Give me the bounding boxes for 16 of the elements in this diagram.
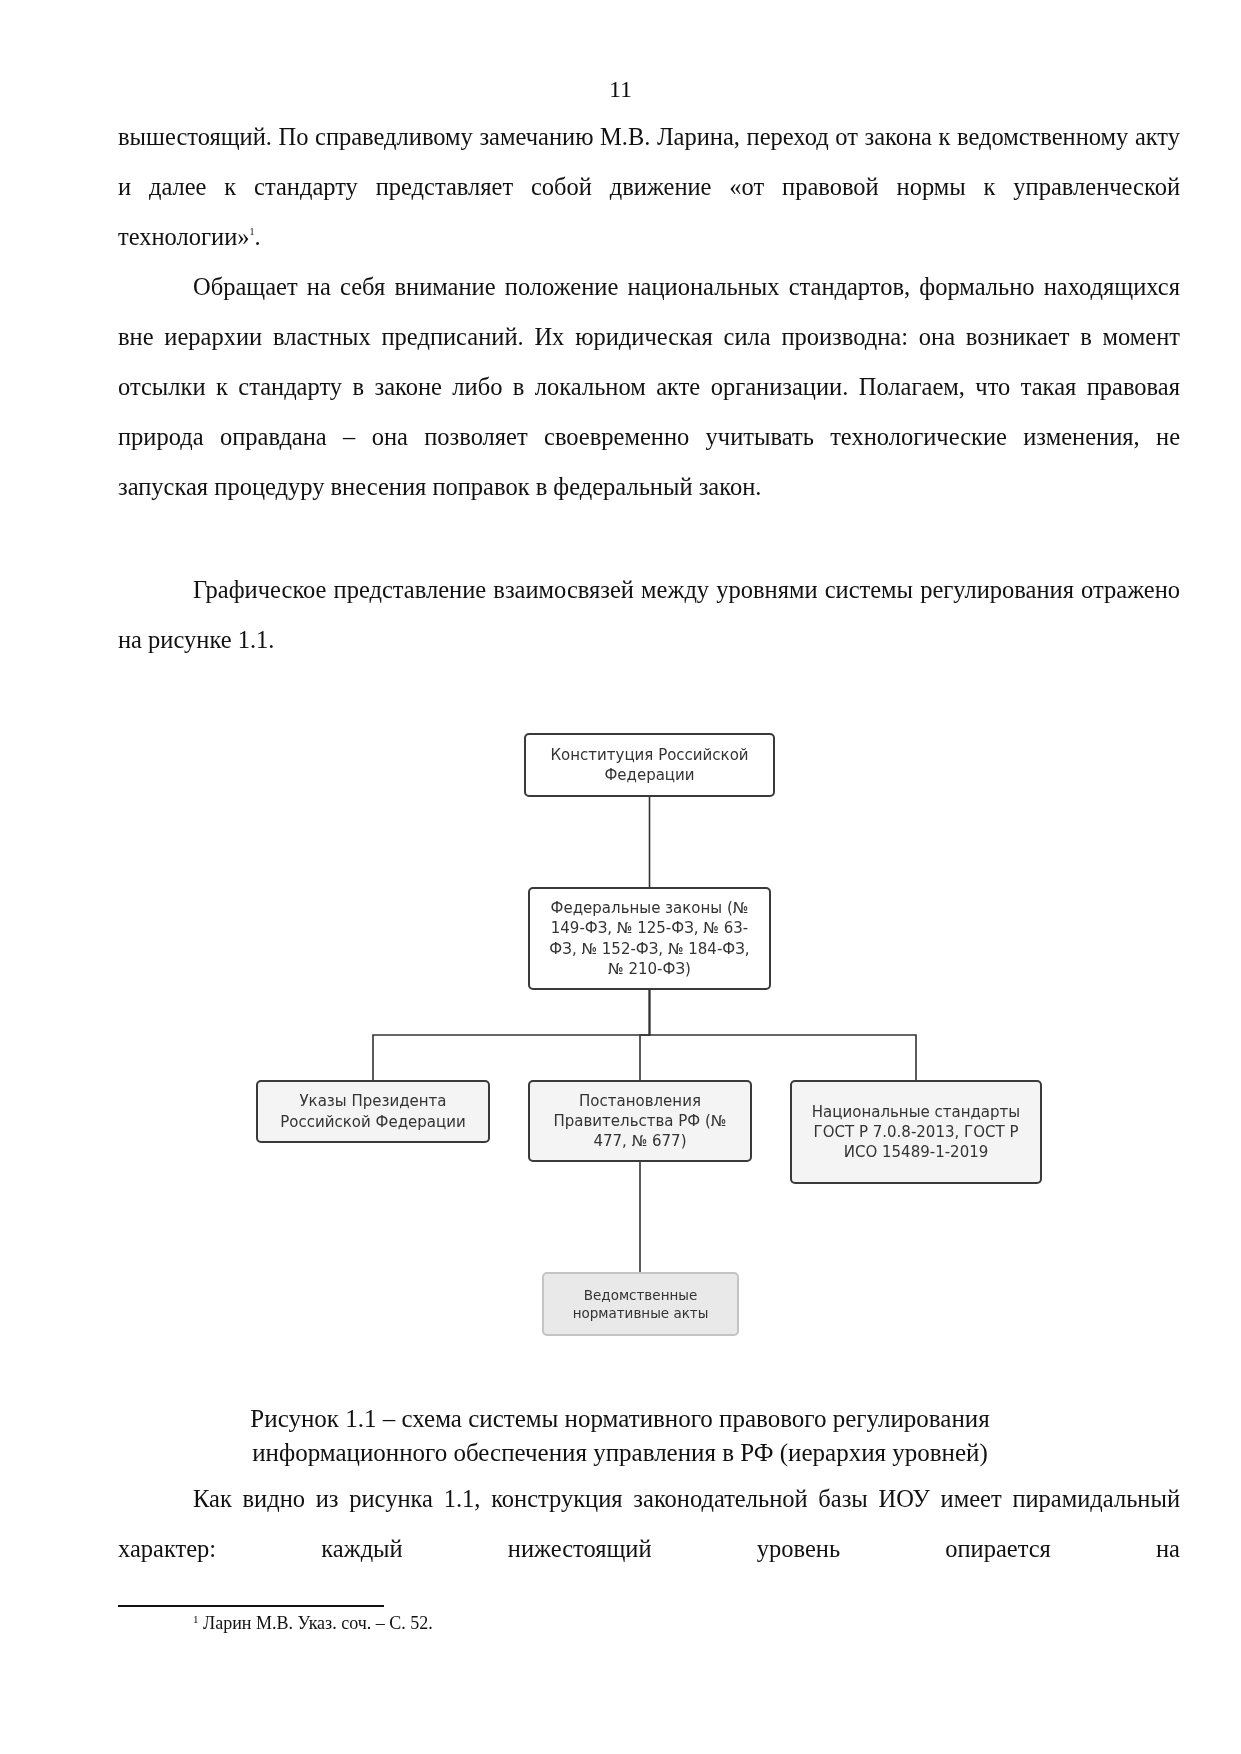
connector-line — [648, 796, 651, 888]
hierarchy-box: Федеральные законы (№ 149-ФЗ, № 125-ФЗ, № 63-ФЗ, № 152-ФЗ, № 184-ФЗ, № 210-ФЗ) — [528, 887, 771, 990]
figure-caption: Рисунок 1.1 – схема системы нормативного правового регулирования информационного обеспечения управления в РФ (иерархия уровней) — [249, 1404, 991, 1469]
connector-line — [648, 989, 917, 1081]
page-number: 11 — [607, 76, 634, 103]
hierarchy-box: Указы Президента Российской Федерации — [256, 1080, 490, 1143]
hierarchy-box: Национальные стандарты ГОСТ Р 7.0.8-2013, ГОСТ Р ИСО 15489-1-2019 — [790, 1080, 1042, 1184]
hierarchy-box: Конституция Российской Федерации — [524, 733, 775, 797]
hierarchy-box: Ведомственные нормативные акты — [542, 1272, 739, 1336]
connector-line — [639, 1161, 641, 1273]
hierarchy-box: Постановления Правительства РФ (№ 477, № 677) — [528, 1080, 752, 1162]
paragraph: Графическое представление взаимосвязей между уровнями системы регулирования отражено на рисунке 1.1. — [118, 575, 1180, 655]
paragraph: Как видно из рисунка 1.1, конструкция законодательной базы ИОУ имеет пирамидальный характер: каждый нижестоящий уровень опирается на — [118, 1484, 1180, 1564]
paragraph: вышестоящий. По справедливому замечанию М.В. Ларина, переход от закона к ведомственному акту и далее к стандарту представляет собой движение «от правовой нормы к управленческой технологии»$^{1}$. — [118, 122, 1180, 252]
paragraph: Обращает на себя внимание положение национальных стандартов, формально находящихся вне иерархии властных предписаний. Их юридическая сила производна: она возникает в момент отсылки к стандарту в законе либо в локальном акте организации. Полагаем, что такая правовая природа оправдана – она позволяет своевременно учитывать технологические изменения, не запуская процедуру внесения поправок в федеральный закон. — [118, 272, 1180, 502]
footnote: $^{1}$ Ларин М.В. Указ. соч. – С. 52. — [193, 1613, 434, 1634]
